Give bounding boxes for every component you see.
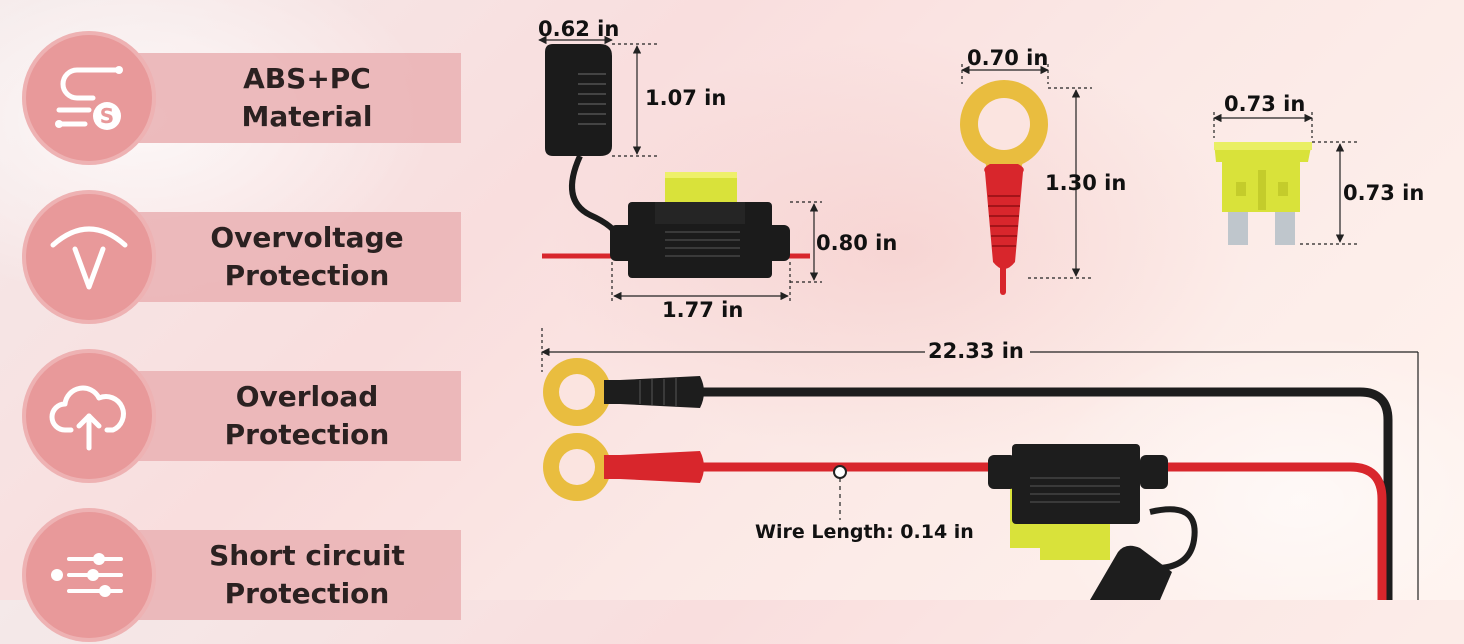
total-length-label: 22.33 in [928, 339, 1024, 363]
feature-circle: S [22, 31, 156, 165]
cloud-upload-icon [49, 385, 126, 451]
ring-width-label: 0.70 in [967, 46, 1049, 70]
fuse-width-label: 0.73 in [1224, 92, 1306, 116]
feature-circle [22, 349, 156, 483]
feature-band [110, 53, 461, 143]
holder-dimension-lines [538, 35, 822, 302]
feature-label: ABS+PC Material [162, 53, 452, 143]
ring-terminal-illustration [960, 80, 1048, 295]
feature-label: Overload Protection [162, 371, 452, 461]
holder-body-height-label: 0.80 in [816, 231, 898, 255]
feature-label: Overvoltage Protection [162, 212, 452, 302]
feature-title-line1: Short circuit [209, 539, 405, 572]
harness-illustration [543, 358, 1393, 600]
feature-title-line2: Material [241, 100, 373, 133]
fuse-holder-illustration [542, 44, 810, 278]
feature-title-line2: Protection [224, 259, 390, 292]
material-icon: S [55, 66, 123, 130]
holder-length-label: 1.77 in [662, 298, 744, 322]
blade-fuse-illustration [1214, 142, 1312, 245]
voltage-icon [50, 226, 128, 290]
fuse-dimension-lines [1213, 112, 1358, 245]
product-illustration [538, 35, 1419, 600]
feature-band [110, 371, 461, 461]
holder-cap-height-label: 1.07 in [645, 86, 727, 110]
sliders-icon [51, 553, 123, 597]
ring-length-label: 1.30 in [1045, 171, 1127, 195]
feature-overvoltage: Overvoltage Protection [22, 190, 462, 326]
feature-material: S ABS+PC Material [22, 31, 462, 167]
wire-length-label: Wire Length: 0.14 in [755, 521, 974, 543]
feature-title-line1: Overload [235, 380, 379, 413]
feature-title-line1: ABS+PC [243, 62, 371, 95]
feature-circle [22, 190, 156, 324]
svg-text:S: S [100, 104, 114, 128]
feature-title-line2: Protection [224, 418, 390, 451]
harness-dimension-lines [541, 328, 1419, 600]
feature-overload: Overload Protection [22, 349, 462, 485]
fuse-height-label: 0.73 in [1343, 181, 1425, 205]
holder-cap-width-label: 0.62 in [538, 17, 620, 41]
feature-title-line1: Overvoltage [210, 221, 404, 254]
feature-band [110, 212, 461, 302]
ring-dimension-lines [961, 64, 1092, 279]
